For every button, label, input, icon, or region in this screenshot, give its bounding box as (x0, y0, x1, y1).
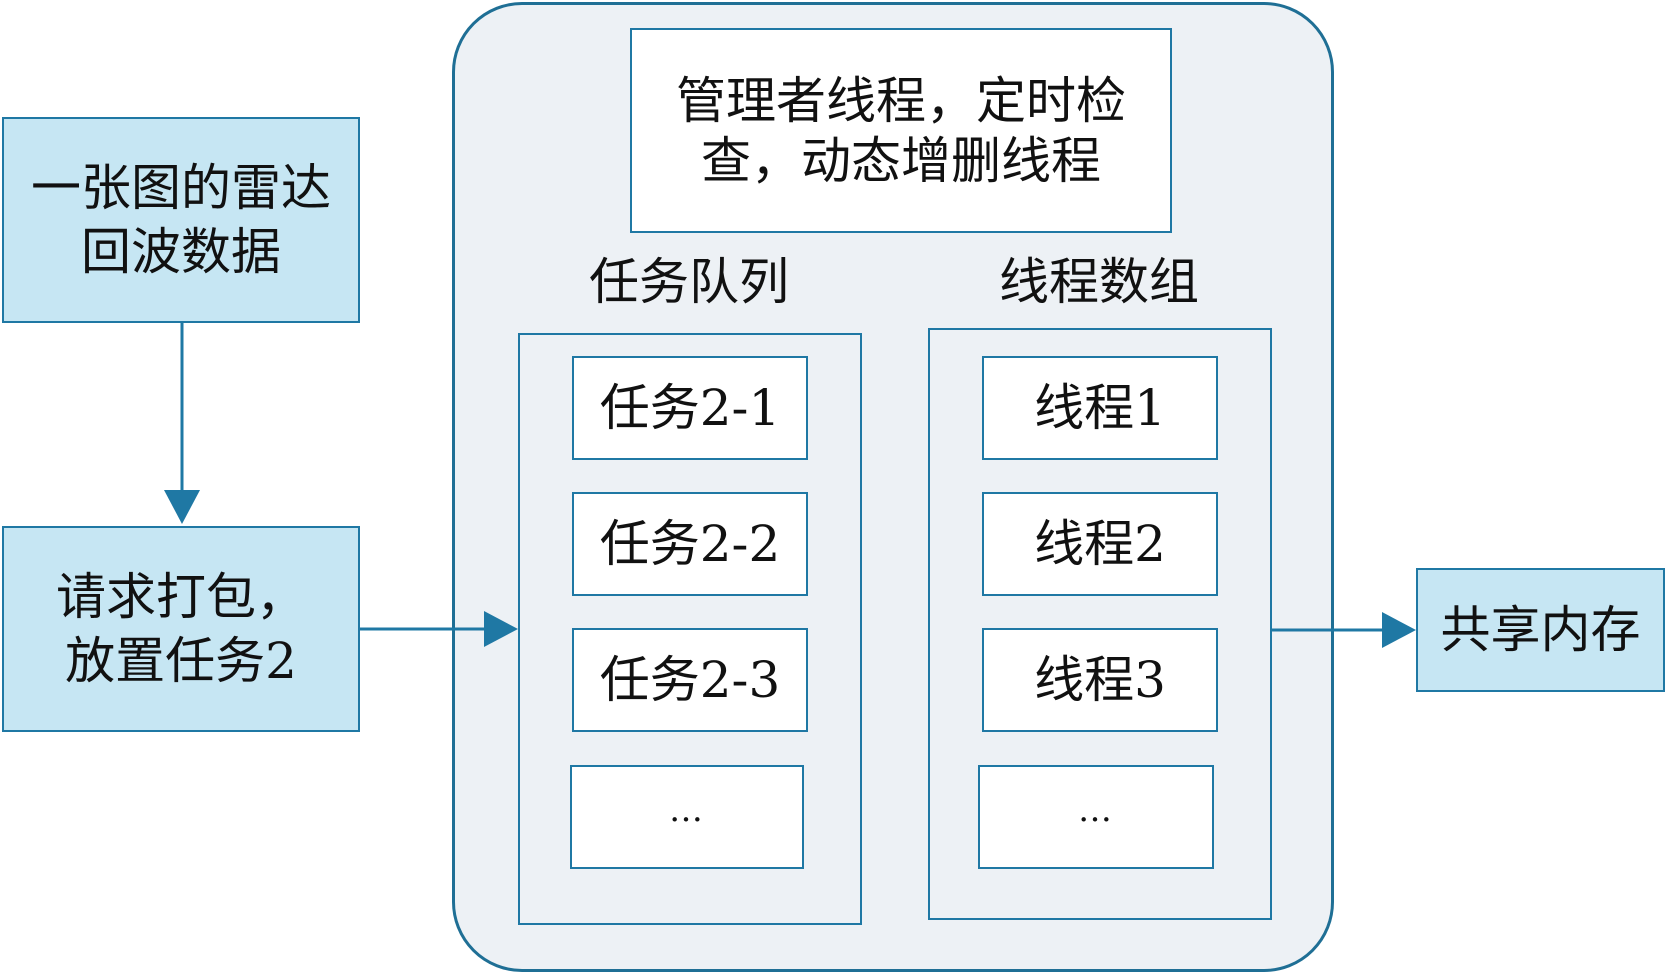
thread-array-item: 线程1 (982, 356, 1218, 460)
task-queue-item: 任务2-1 (572, 356, 808, 460)
task-queue-item: 任务2-2 (572, 492, 808, 596)
package-request-label: 请求打包， 放置任务2 (56, 568, 306, 690)
shared-memory-label: 共享内存 (1440, 601, 1641, 659)
thread-array-frame (928, 328, 1272, 920)
manager-thread-label: 管理者线程，定时检 查，动态增删线程 (676, 71, 1126, 190)
thread-array-ellipsis: … (978, 765, 1214, 869)
task-queue-item: 任务2-3 (572, 628, 808, 732)
shared-memory-box: 共享内存 (1416, 568, 1665, 692)
thread-array-title: 线程数组 (999, 253, 1199, 311)
package-request-box: 请求打包， 放置任务2 (2, 526, 360, 732)
task-queue-frame (518, 333, 862, 925)
manager-thread-box: 管理者线程，定时检 查，动态增删线程 (630, 28, 1172, 233)
task-queue-ellipsis: … (570, 765, 804, 869)
radar-echo-data-label: 一张图的雷达 回波数据 (31, 159, 331, 281)
thread-array-item: 线程2 (982, 492, 1218, 596)
arrowhead-radar-to-package (164, 490, 200, 524)
arrowhead-package-to-queue (484, 611, 518, 647)
thread-array-item: 线程3 (982, 628, 1218, 732)
arrowhead-threads-to-memory (1382, 612, 1416, 648)
radar-echo-data-box: 一张图的雷达 回波数据 (2, 117, 360, 323)
task-queue-title: 任务队列 (589, 253, 789, 311)
